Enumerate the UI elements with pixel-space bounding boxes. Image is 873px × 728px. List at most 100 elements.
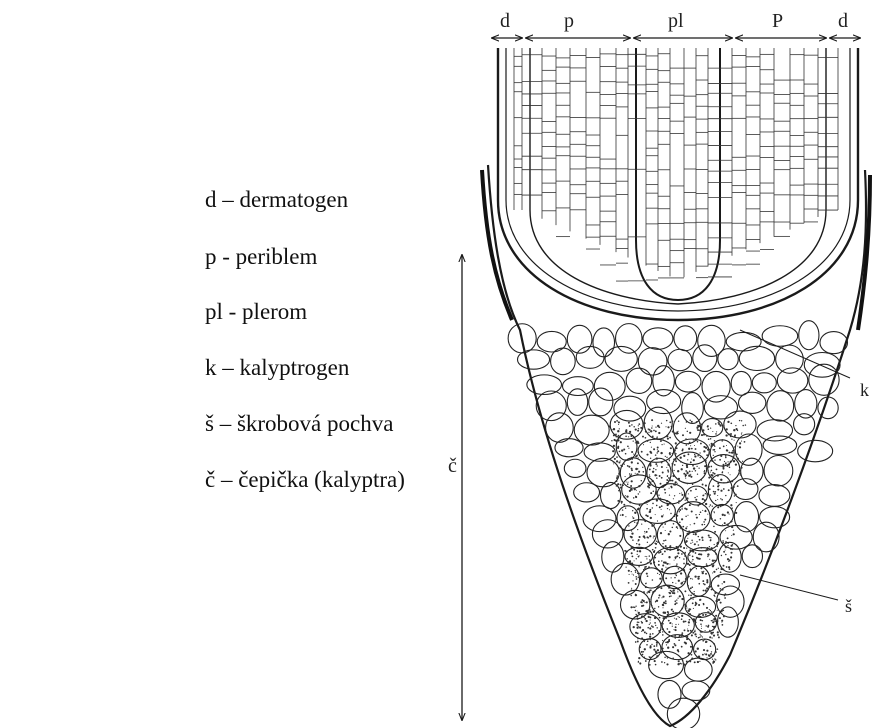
starch-grain <box>703 477 704 478</box>
starch-grain <box>676 447 678 449</box>
starch-grain <box>683 558 685 560</box>
starch-grain <box>698 613 700 615</box>
cap-cell <box>667 698 699 728</box>
starch-grain <box>691 654 693 656</box>
starch-grain <box>720 518 722 520</box>
starch-grain <box>671 591 673 593</box>
starch-grain <box>672 658 673 659</box>
starch-grain <box>712 621 714 623</box>
starch-grain <box>725 593 727 595</box>
starch-grain <box>656 641 658 643</box>
starch-grain <box>674 577 676 579</box>
starch-grain <box>711 474 713 476</box>
starch-grain <box>706 650 708 652</box>
starch-grain <box>719 459 721 461</box>
starch-grain <box>706 565 708 567</box>
starch-grain <box>699 599 701 601</box>
starch-grain <box>667 469 669 471</box>
starch-grain <box>712 620 713 621</box>
starch-grain <box>649 474 650 475</box>
starch-grain <box>633 426 635 428</box>
starch-grain <box>616 485 618 487</box>
starch-grain <box>703 571 704 572</box>
starch-grain <box>636 558 637 559</box>
starch-grain <box>712 565 714 567</box>
starch-grain <box>646 644 648 646</box>
starch-grain <box>687 459 688 460</box>
starch-grain <box>719 447 721 449</box>
starch-grain <box>623 485 624 486</box>
starch-grain <box>705 503 707 505</box>
starch-grain <box>643 651 645 653</box>
starch-grain <box>699 429 701 431</box>
starch-grain <box>660 551 662 553</box>
starch-grain <box>652 557 653 558</box>
starch-grain <box>662 472 664 474</box>
starch-grain <box>638 556 640 558</box>
starch-grain <box>712 560 714 562</box>
starch-grain <box>642 629 644 631</box>
starch-grain <box>642 436 644 438</box>
starch-grain <box>630 595 632 597</box>
starch-grain <box>741 441 742 442</box>
starch-grain <box>712 626 713 627</box>
starch-grain <box>704 584 706 586</box>
starch-grain <box>717 506 719 508</box>
starch-grain <box>648 566 650 568</box>
starch-grain <box>638 428 639 429</box>
starch-grain <box>683 663 685 665</box>
starch-grain <box>657 649 659 651</box>
starch-grain <box>657 586 659 588</box>
starch-grain <box>673 589 675 591</box>
starch-grain <box>684 629 686 631</box>
starch-grain <box>615 436 617 438</box>
cap-cell <box>675 371 701 392</box>
starch-grain <box>683 581 684 582</box>
starch-grain <box>670 447 672 449</box>
label-c: č <box>448 455 457 477</box>
starch-grain <box>723 565 725 567</box>
starch-grain <box>633 517 635 519</box>
starch-grain <box>646 556 647 557</box>
starch-grain <box>703 604 704 605</box>
starch-grain <box>731 507 733 509</box>
starch-grain <box>699 423 701 425</box>
starch-grain <box>700 623 702 625</box>
starch-grain <box>692 646 693 647</box>
starch-grain <box>611 440 612 441</box>
starch-grain <box>655 430 657 432</box>
starch-grain <box>619 451 621 453</box>
starch-grain <box>718 636 720 638</box>
starch-grain <box>717 631 719 633</box>
starch-grain <box>724 461 725 462</box>
starch-grain <box>695 438 696 439</box>
cap-cell <box>693 345 717 372</box>
starch-grain <box>628 448 629 449</box>
starch-grain <box>631 588 632 589</box>
starch-grain <box>683 563 685 565</box>
starch-grain <box>674 600 676 602</box>
starch-grain <box>658 630 660 632</box>
starch-grain <box>701 479 702 480</box>
starch-grain <box>686 548 687 549</box>
starch-grain <box>725 434 727 436</box>
starch-grain <box>620 514 621 515</box>
starch-grain <box>705 653 707 655</box>
starch-grain <box>742 425 744 427</box>
starch-grain <box>711 470 713 472</box>
starch-grain <box>666 467 667 468</box>
starch-grain <box>741 420 742 421</box>
starch-grain <box>642 602 643 603</box>
cap-cell <box>555 439 583 457</box>
starch-grain <box>692 579 693 580</box>
starch-grain <box>680 457 682 459</box>
starch-grain <box>659 585 660 586</box>
starch-grain <box>686 464 688 466</box>
starch-grain <box>648 613 649 614</box>
label-s: š <box>845 596 852 616</box>
starch-grain <box>678 568 680 570</box>
starch-grain <box>713 611 714 612</box>
starch-grain <box>655 469 656 470</box>
starch-grain <box>672 431 674 433</box>
cap-cell <box>593 328 615 357</box>
